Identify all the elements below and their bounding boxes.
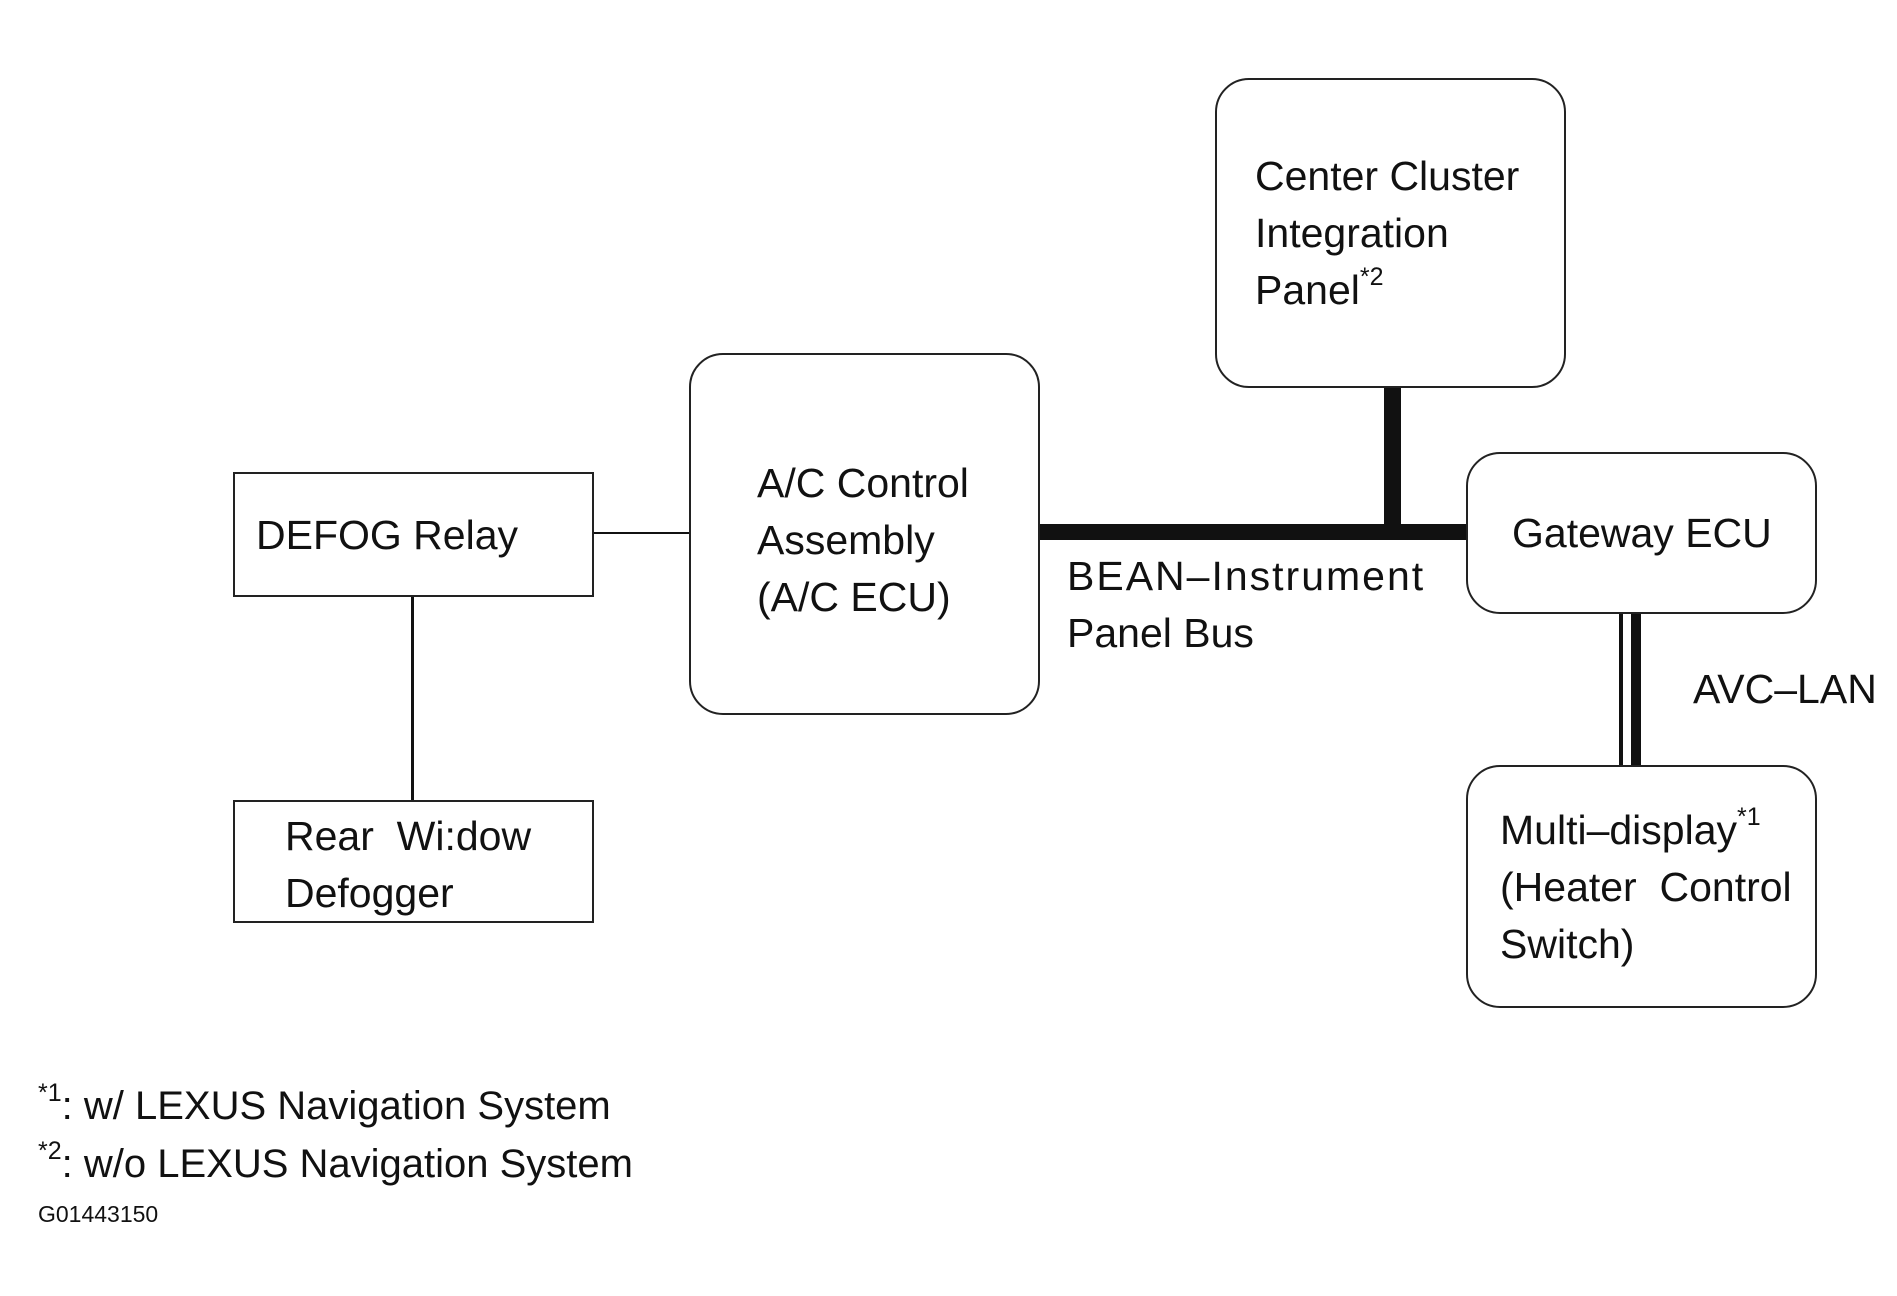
defog-relay-box — [233, 472, 594, 597]
gateway-ecu-box — [1466, 452, 1817, 614]
defog-relay-to-ac-line — [593, 532, 690, 534]
multi-display-label: Multi–display*1 (Heater Control Switch) — [1500, 803, 1792, 967]
defog-relay-label: DEFOG Relay — [256, 512, 518, 558]
center-cluster-integration-panel-box — [1215, 78, 1566, 388]
footnote-1-text: : w/ LEXUS Navigation System — [61, 1084, 611, 1128]
footnote-marker-1: *1 — [1737, 803, 1761, 832]
footnote-1: *1: w/ LEXUS Navigation System — [38, 1078, 611, 1134]
bean-bus-main-line — [1039, 524, 1468, 540]
center-cluster-integration-panel-label: Center Cluster Integration Panel*2 — [1255, 153, 1520, 313]
defog-relay-to-defogger-line — [411, 597, 414, 800]
footnote-1-marker: *1 — [38, 1078, 62, 1107]
footnote-2-marker: *2 — [38, 1136, 62, 1165]
diagram-code: G01443150 — [38, 1201, 159, 1227]
footnote-2: *2: w/o LEXUS Navigation System — [38, 1136, 633, 1192]
bean-bus-center-cluster-branch — [1384, 387, 1401, 532]
bean-bus-label: BEAN–Instrument Panel Bus — [1067, 553, 1426, 656]
footnote-2-text: : w/o LEXUS Navigation System — [61, 1142, 633, 1186]
avc-lan-line-left — [1619, 613, 1623, 765]
footnote-marker-2: *2 — [1359, 263, 1384, 292]
ac-control-assembly-label: A/C Control Assembly (A/C ECU) — [757, 460, 969, 620]
ac-control-assembly-box — [689, 353, 1040, 715]
multi-display-box — [1466, 765, 1817, 1008]
rear-window-defogger-box — [233, 800, 594, 923]
gateway-ecu-label: Gateway ECU — [1512, 510, 1772, 556]
avc-lan-label: AVC–LAN — [1693, 666, 1877, 712]
avc-lan-line-right — [1631, 613, 1641, 765]
rear-window-defogger-label: Rear Wi:dow Defogger — [285, 813, 532, 916]
